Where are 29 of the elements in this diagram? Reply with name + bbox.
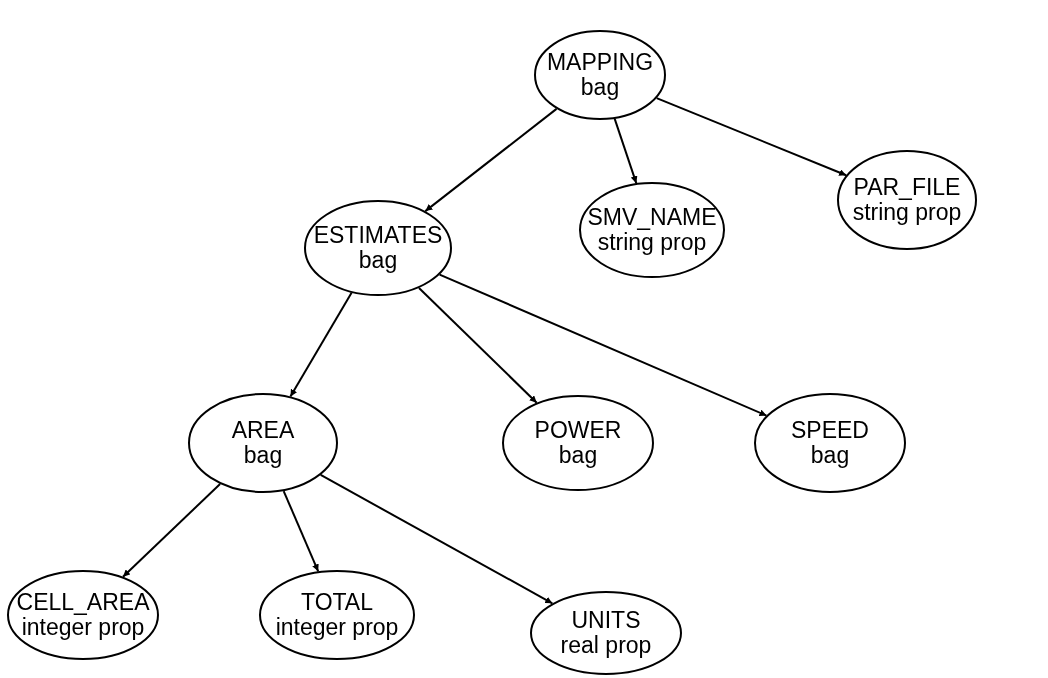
arrow	[122, 483, 222, 578]
node-name: PAR_FILE	[853, 175, 961, 200]
arrow	[613, 117, 638, 185]
node-type: bag	[810, 443, 850, 468]
node-type: bag	[558, 443, 598, 468]
node-name: SMV_NAME	[587, 205, 717, 230]
node-type: bag	[358, 248, 398, 273]
node-type: integer prop	[275, 615, 399, 640]
node-name: ESTIMATES	[313, 223, 443, 248]
node-type: integer prop	[21, 615, 145, 640]
node-name: SPEED	[791, 418, 869, 443]
node-type: string prop	[852, 200, 962, 225]
node-type: string prop	[597, 230, 707, 255]
arrow	[438, 273, 768, 417]
node-type: bag	[243, 443, 283, 468]
arrow	[319, 473, 554, 605]
node-type: bag	[580, 75, 620, 100]
arrow	[424, 107, 558, 213]
arrow	[282, 490, 320, 573]
node-name: POWER	[534, 418, 622, 443]
node-name: MAPPING	[546, 50, 654, 75]
node-name: UNITS	[571, 608, 641, 633]
node-name: CELL_AREA	[16, 590, 150, 615]
arrow	[289, 291, 353, 398]
node-type: real prop	[560, 633, 652, 658]
arrow	[418, 286, 538, 404]
node-name: TOTAL	[301, 590, 373, 615]
node-name: AREA	[231, 418, 295, 443]
arrow	[655, 97, 848, 177]
